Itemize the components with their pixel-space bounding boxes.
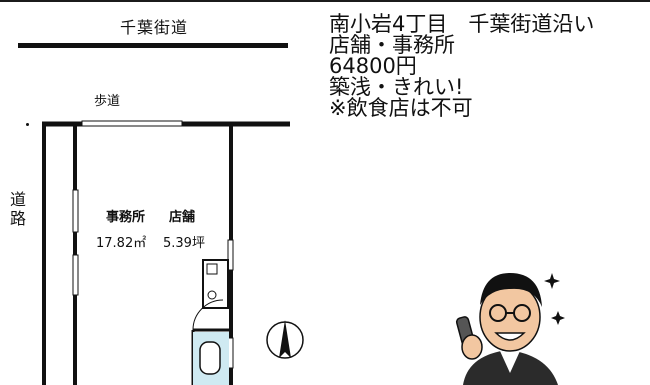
listing-info: 南小岩4丁目 千葉街道沿い 店舗・事務所 64800円 築浅・きれい! ※飲食店… [329, 14, 594, 119]
north-compass-icon [266, 320, 304, 359]
side-road-label: 道路 [10, 190, 27, 228]
listing-restriction: ※飲食店は不可 [329, 96, 473, 120]
road-line [18, 43, 288, 48]
sidewalk-label: 歩道 [94, 94, 121, 109]
agent-illustration-icon [455, 273, 565, 385]
road-label-top: 千葉街道 [120, 18, 189, 37]
listing-type: 店舗・事務所 [329, 33, 455, 57]
area-tsubo: 5.39坪 [163, 236, 205, 251]
area-sqm: 17.82㎡ [96, 236, 147, 251]
marker-dot [26, 123, 29, 126]
top-border [0, 0, 650, 2]
floor-plan [42, 120, 304, 385]
room-name-shop: 店舗 [169, 210, 196, 225]
listing-location: 南小岩4丁目 千葉街道沿い [329, 12, 595, 36]
room-name-office: 事務所 [106, 210, 146, 225]
listing-rent: 64800円 [329, 54, 417, 78]
listing-feature: 築浅・きれい! [329, 75, 464, 99]
